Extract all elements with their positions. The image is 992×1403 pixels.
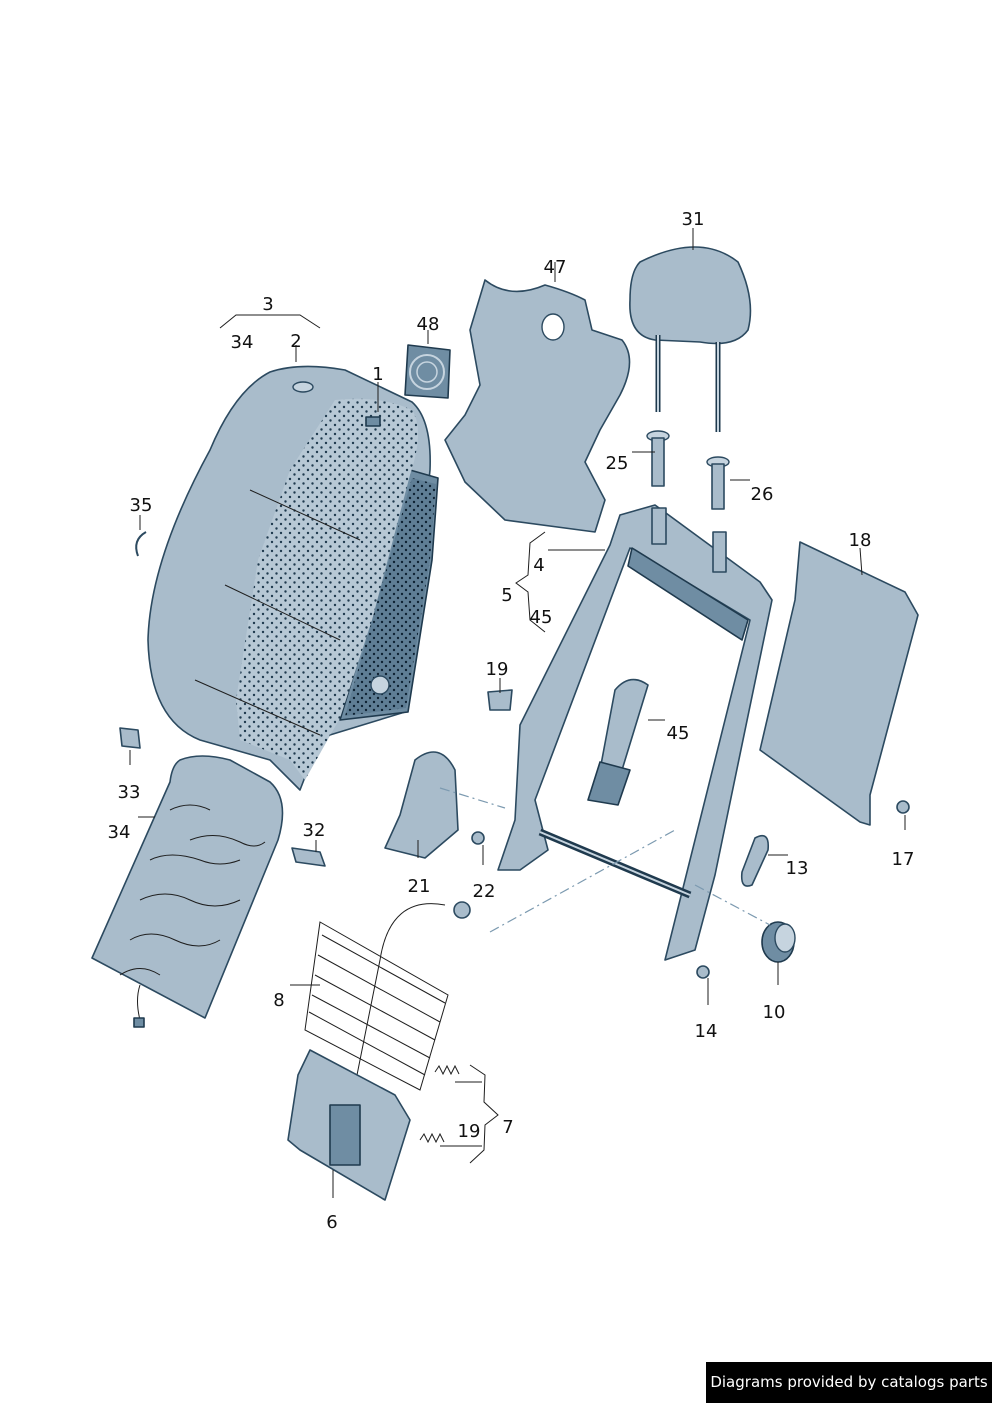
callout-4: 4 bbox=[533, 555, 544, 576]
callout-8: 8 bbox=[273, 990, 284, 1011]
recliner-motor bbox=[587, 678, 649, 806]
backrest-cover bbox=[147, 365, 439, 791]
leader-lines bbox=[129, 228, 906, 1198]
callout-1: 1 bbox=[372, 364, 383, 385]
callout-34-bottom: 34 bbox=[108, 822, 131, 843]
callout-48: 48 bbox=[417, 314, 440, 335]
callout-19-upper: 19 bbox=[486, 659, 509, 680]
callout-31: 31 bbox=[682, 209, 705, 230]
speaker bbox=[404, 344, 451, 399]
headrest bbox=[629, 246, 752, 432]
callout-17: 17 bbox=[892, 849, 915, 870]
clip-35 bbox=[135, 531, 147, 557]
callout-5: 5 bbox=[501, 585, 512, 606]
connector-32 bbox=[291, 847, 326, 867]
callout-19-lower: 19 bbox=[458, 1121, 481, 1142]
rear-panel bbox=[759, 541, 919, 826]
callout-3: 3 bbox=[262, 294, 273, 315]
callout-2: 2 bbox=[290, 331, 301, 352]
lumbar-mat bbox=[304, 903, 449, 1091]
clip-19-upper bbox=[487, 689, 513, 711]
callout-35: 35 bbox=[130, 495, 153, 516]
callout-10: 10 bbox=[763, 1002, 786, 1023]
clip-33 bbox=[119, 727, 141, 749]
heating-pad bbox=[91, 755, 284, 1028]
callout-34-top: 34 bbox=[231, 332, 254, 353]
callout-47: 47 bbox=[544, 257, 567, 278]
screw-22 bbox=[471, 831, 485, 845]
connector-21 bbox=[453, 901, 471, 919]
springs bbox=[419, 1064, 460, 1144]
nut bbox=[896, 800, 910, 814]
side-trim bbox=[384, 751, 459, 859]
lumbar-plate bbox=[287, 1049, 411, 1201]
headrest-guides bbox=[646, 430, 730, 510]
callout-labels: 31 47 3 48 34 2 1 25 26 35 18 4 5 45 19 … bbox=[108, 209, 915, 1233]
callout-45-motor: 45 bbox=[667, 723, 690, 744]
callout-7: 7 bbox=[502, 1117, 513, 1138]
callout-6: 6 bbox=[326, 1212, 337, 1233]
callout-18: 18 bbox=[849, 530, 872, 551]
assembly-lines bbox=[439, 787, 771, 933]
callout-21: 21 bbox=[408, 876, 431, 897]
trim-cap bbox=[740, 834, 770, 887]
callout-45-top: 45 bbox=[530, 607, 553, 628]
callout-26: 26 bbox=[751, 484, 774, 505]
callout-13: 13 bbox=[786, 858, 809, 879]
handwheel bbox=[761, 921, 796, 963]
callout-22: 22 bbox=[473, 881, 496, 902]
backrest-panel bbox=[444, 279, 631, 533]
attribution-footer: Diagrams provided by catalogs parts bbox=[706, 1362, 992, 1403]
callout-14: 14 bbox=[695, 1021, 718, 1042]
callout-32: 32 bbox=[303, 820, 326, 841]
callout-33: 33 bbox=[118, 782, 141, 803]
callout-25: 25 bbox=[606, 453, 629, 474]
screw-14 bbox=[696, 965, 710, 979]
